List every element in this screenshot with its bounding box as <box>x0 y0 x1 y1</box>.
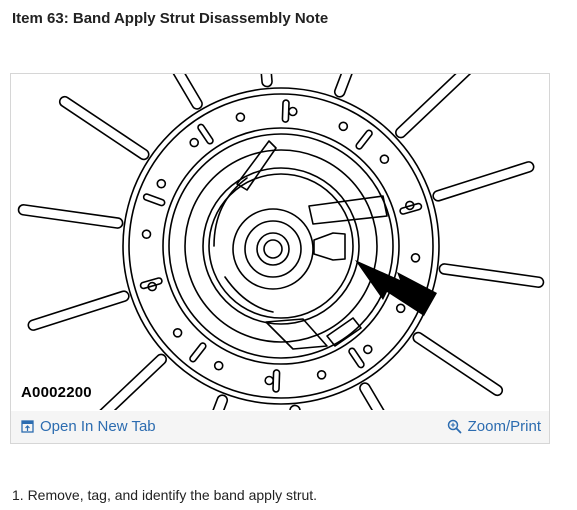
bolt-hole <box>316 369 327 380</box>
open-in-new-tab-link[interactable]: Open In New Tab <box>21 418 156 435</box>
spoke <box>142 74 203 110</box>
bolt-hole <box>338 121 349 132</box>
slot-opening <box>348 347 365 369</box>
spoke <box>289 404 309 410</box>
spoke <box>58 95 150 161</box>
slot-opening <box>189 342 207 363</box>
bolt-hole <box>410 253 421 263</box>
spoke <box>432 161 535 202</box>
slot-opening <box>399 202 423 215</box>
figure-card: A0002200 Open In New Tab Zoom/Print <box>10 73 550 444</box>
bolt-hole <box>287 106 298 117</box>
spoke <box>395 74 476 139</box>
slot-opening <box>355 129 373 150</box>
bolt-hole <box>189 137 199 148</box>
spoke <box>182 394 229 410</box>
spoke <box>412 331 504 397</box>
spoke <box>17 204 124 229</box>
instruction-step: 1. Remove, tag, and identify the band ap… <box>12 487 318 503</box>
slot-opening <box>142 193 166 207</box>
slot-opening <box>281 99 290 123</box>
zoom-print-link[interactable]: Zoom/Print <box>447 418 541 435</box>
bolt-hole <box>235 112 246 123</box>
zoom-print-label: Zoom/Print <box>467 418 541 435</box>
spoke <box>359 382 420 410</box>
slot-opening <box>139 277 163 290</box>
spoke <box>333 74 380 98</box>
spoke <box>86 353 167 410</box>
spoke <box>253 74 273 88</box>
bolt-hole <box>141 229 152 239</box>
slot-opening <box>197 123 214 145</box>
open-in-new-tab-label: Open In New Tab <box>40 418 156 435</box>
slot-opening <box>272 369 281 393</box>
bolt-hole <box>395 303 406 314</box>
bolt-hole <box>264 375 275 386</box>
bolt-hole <box>362 344 373 355</box>
page-title: Item 63: Band Apply Strut Disassembly No… <box>12 10 329 27</box>
figure-id-label: A0002200 <box>21 384 92 401</box>
open-new-tab-icon <box>21 420 34 433</box>
bolt-hole <box>172 327 183 338</box>
spoke <box>438 263 545 288</box>
spoke <box>27 290 130 331</box>
bolt-hole <box>379 154 390 164</box>
figure-footer: Open In New Tab Zoom/Print <box>11 411 549 443</box>
transmission-band-apply-strut-illustration <box>17 74 545 410</box>
magnifier-icon <box>447 419 462 434</box>
spoke-lines <box>17 74 545 410</box>
bolt-hole <box>213 360 224 371</box>
bolt-holes <box>141 106 421 386</box>
bolt-hole <box>156 178 167 189</box>
